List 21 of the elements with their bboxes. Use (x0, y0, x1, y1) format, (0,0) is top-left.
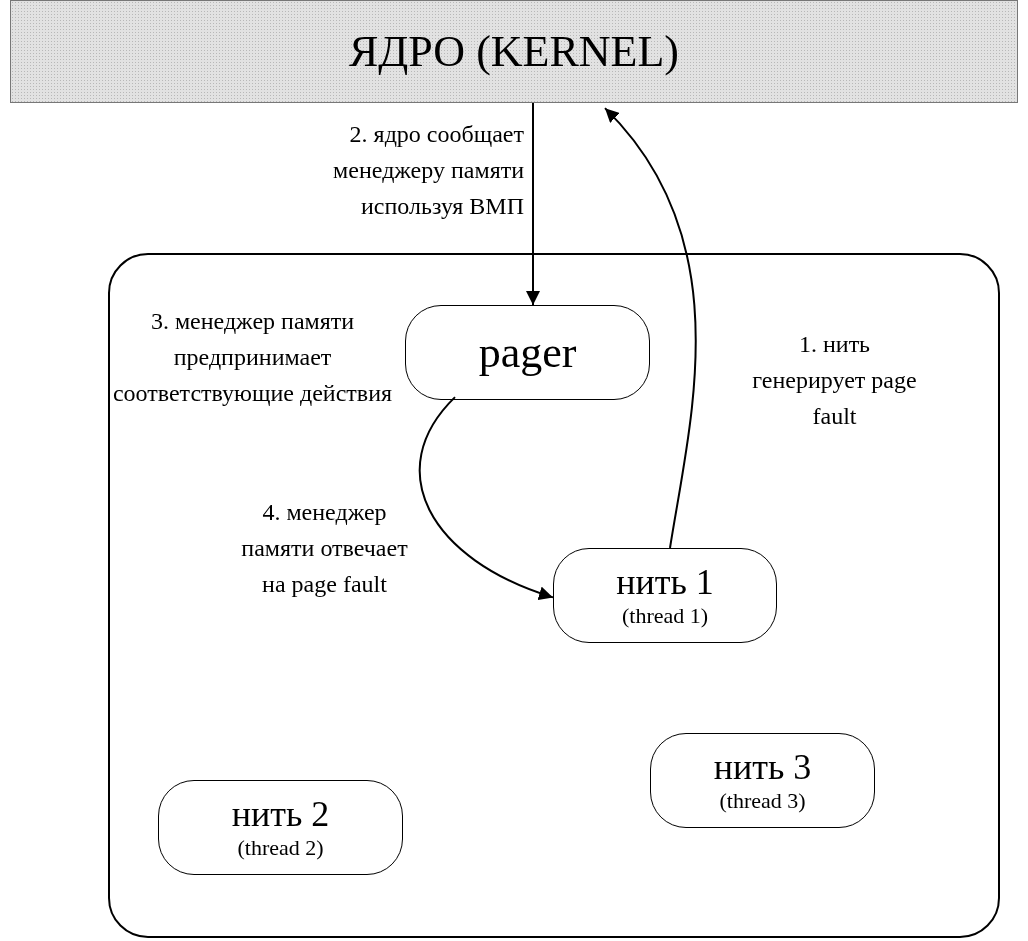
rounded-box (405, 305, 650, 400)
kernel-title: ЯДРО (KERNEL) (349, 29, 679, 74)
arrow (526, 102, 540, 306)
process-container (108, 253, 1000, 938)
node-label: pager (478, 330, 577, 375)
edge-label: 4. менеджер памяти отвечает на page fault (240, 498, 409, 599)
edge-label: 2. ядро сообщает менеджеру памяти используя ВМП (332, 120, 524, 221)
kernel-band (10, 0, 1018, 103)
arrow (418, 396, 554, 600)
node-sublabel: (thread 1) (621, 601, 709, 630)
node-label: нить 1 (616, 561, 714, 602)
node-sublabel: (thread 2) (237, 833, 324, 862)
node-sublabel: (thread 3) (719, 786, 806, 815)
rounded-box (553, 548, 777, 643)
rounded-box (158, 780, 403, 875)
edge-label: 1. нить генерирует page fault (752, 330, 917, 431)
arrow (604, 107, 697, 549)
node-label: нить 3 (713, 746, 812, 787)
node-label: нить 2 (231, 793, 330, 834)
rounded-box (650, 733, 875, 828)
step-note: 3. менеджер памяти предпринимает соответствующие действия (111, 307, 394, 408)
